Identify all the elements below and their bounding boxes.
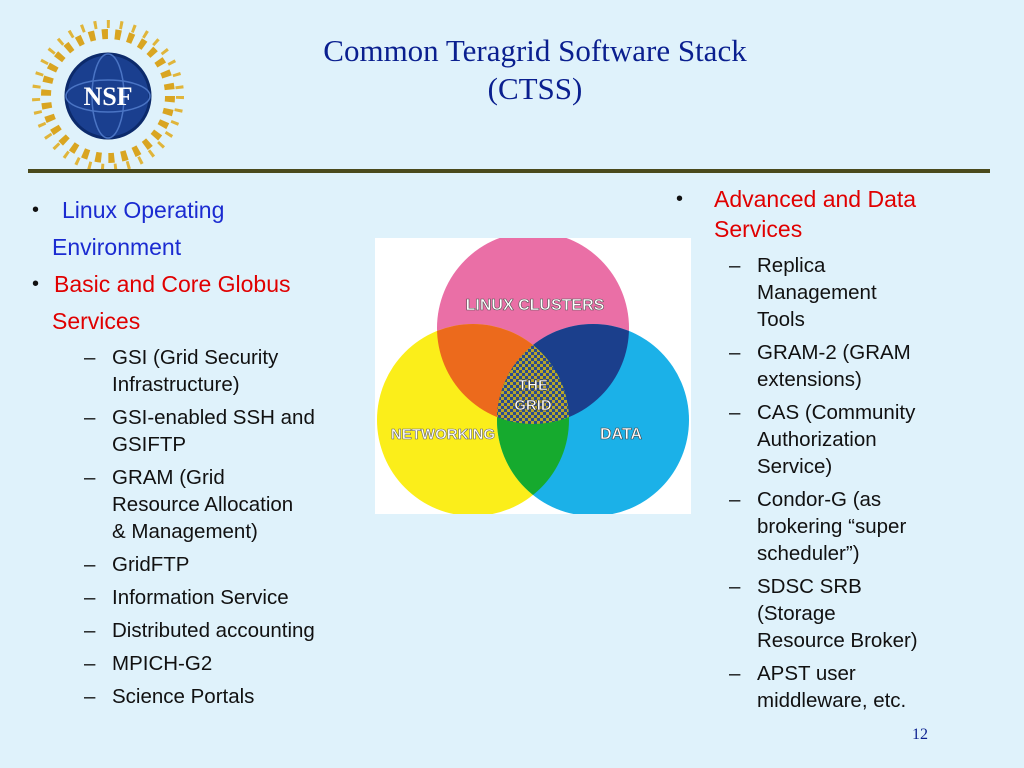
left-subitem-line: GSI (Grid Security: [112, 346, 279, 369]
right-subitem-line: (Storage: [757, 602, 836, 625]
bullet-advanced-line2: Services: [714, 216, 803, 242]
right-subitem-line: Condor-G (as: [757, 488, 882, 511]
label-networking: NETWORKING: [391, 426, 495, 443]
left-subitem-line: & Management): [112, 520, 258, 543]
title-divider: [28, 169, 990, 173]
title-line-1: Common Teragrid Software Stack: [323, 33, 747, 68]
dash-glyph: –: [84, 652, 96, 675]
left-subitem: –Distributed accounting: [84, 617, 373, 644]
dash-glyph: –: [84, 466, 96, 489]
bullet-globus: • Basic and Core Globus Services: [28, 266, 373, 340]
left-subitem-line: GRAM (Grid: [112, 466, 225, 489]
left-column: • Linux Operating Environment • Basic an…: [28, 192, 373, 716]
dash-glyph: –: [84, 586, 96, 609]
dash-glyph: –: [84, 553, 96, 576]
right-subitem-line: brokering “super: [757, 515, 907, 538]
right-subitem-line: CAS (Community: [757, 401, 916, 424]
bullet-linux-line1: Linux Operating: [62, 197, 225, 223]
bullet-glyph: •: [32, 199, 40, 221]
right-subitem-line: Management: [757, 281, 877, 304]
right-subitem-line: GRAM-2 (GRAM: [757, 341, 911, 364]
label-the: THE: [518, 377, 548, 394]
right-subitem-line: SDSC SRB: [757, 575, 862, 598]
left-subitem-line: Science Portals: [112, 685, 255, 708]
bullet-advanced-line1: Advanced and Data: [714, 186, 917, 212]
dash-glyph: –: [729, 341, 741, 364]
dash-glyph: –: [84, 685, 96, 708]
logo-rays: [32, 20, 184, 172]
label-linux-clusters: LINUX CLUSTERS: [466, 297, 605, 314]
left-subitem-line: GSIFTP: [112, 433, 187, 456]
label-grid: GRID: [514, 397, 552, 414]
left-subitem-line: MPICH-G2: [112, 652, 213, 675]
bullet-globus-line1: Basic and Core Globus: [54, 271, 291, 297]
right-subitem-line: scheduler”): [757, 542, 860, 565]
overlap-center-grid: [497, 324, 569, 424]
right-subitem-line: APST user: [757, 662, 856, 685]
venn-svg: LINUX CLUSTERS NETWORKING DATA THE GRID: [377, 232, 689, 516]
bullet-globus-line2: Services: [52, 308, 141, 334]
title-line-2: (CTSS): [487, 71, 583, 106]
left-subitem-line: Infrastructure): [112, 373, 240, 396]
dash-glyph: –: [729, 575, 741, 598]
bullet-linux: • Linux Operating Environment: [28, 192, 373, 266]
dash-glyph: –: [729, 254, 741, 277]
bullet-advanced: • Advanced and Data Services: [672, 184, 982, 244]
nsf-logo: NSF: [32, 20, 184, 172]
bullet-linux-line2: Environment: [52, 234, 182, 260]
dash-glyph: –: [84, 619, 96, 642]
right-subitem-line: Authorization: [757, 428, 877, 451]
left-subitem: –MPICH-G2: [84, 650, 373, 677]
slide-title: Common Teragrid Software Stack (CTSS): [200, 32, 870, 108]
left-subitem: –Science Portals: [84, 683, 373, 710]
label-data: DATA: [600, 426, 643, 443]
left-subitem: –Information Service: [84, 584, 373, 611]
left-subitem-line: Distributed accounting: [112, 619, 315, 642]
right-subitem-line: middleware, etc.: [757, 689, 907, 712]
dash-glyph: –: [729, 488, 741, 511]
left-subitem: –GridFTP: [84, 551, 373, 578]
right-subitem-line: extensions): [757, 368, 862, 391]
right-subitem: –APST user middleware, etc.: [729, 660, 982, 714]
logo-text: NSF: [83, 82, 132, 111]
right-subitem-line: Tools: [757, 308, 805, 331]
venn-diagram: LINUX CLUSTERS NETWORKING DATA THE GRID: [375, 232, 691, 516]
right-subitem-line: Replica: [757, 254, 826, 277]
dash-glyph: –: [84, 346, 96, 369]
right-subitem: –GRAM-2 (GRAM extensions): [729, 339, 982, 393]
dash-glyph: –: [729, 401, 741, 424]
left-subitem-line: Information Service: [112, 586, 289, 609]
bullet-glyph: •: [32, 273, 40, 295]
left-subitem-line: GSI-enabled SSH and: [112, 406, 315, 429]
page-number: 12: [912, 726, 928, 743]
dash-glyph: –: [729, 662, 741, 685]
dash-glyph: –: [84, 406, 96, 429]
right-subitem: –Condor-G (as brokering “super scheduler”): [729, 486, 982, 567]
bullet-glyph: •: [676, 188, 684, 210]
left-subitem-line: Resource Allocation: [112, 493, 294, 516]
right-subitem-line: Resource Broker): [757, 629, 918, 652]
right-subitem-line: Service): [757, 455, 833, 478]
left-subitem-line: GridFTP: [112, 553, 190, 576]
